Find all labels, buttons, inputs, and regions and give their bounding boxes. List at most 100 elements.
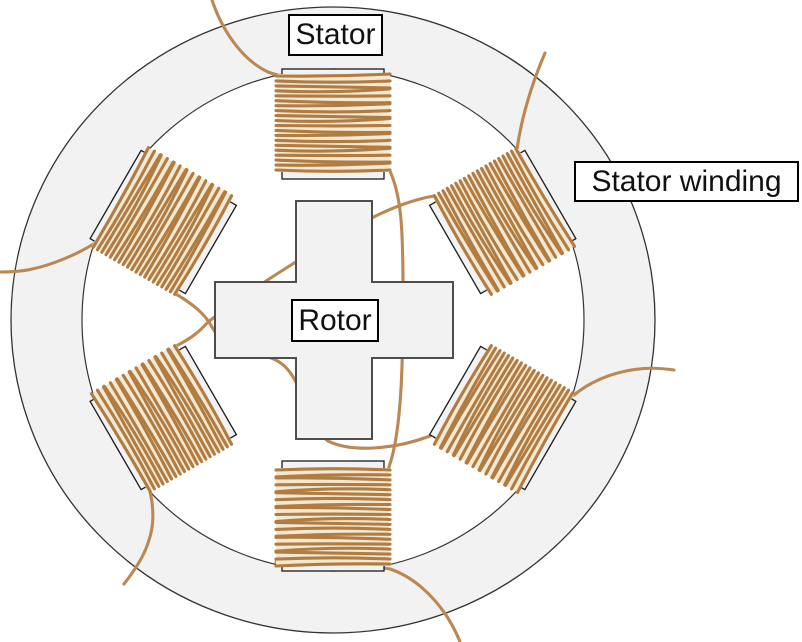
stator-pole-winding-upper-right	[428, 147, 577, 296]
coil-turn	[274, 487, 392, 494]
coil-turn	[121, 373, 182, 476]
coil-turn	[497, 381, 558, 484]
stator-pole-winding-lower-left	[89, 344, 238, 493]
coil-turn	[130, 168, 189, 272]
coil-turn	[475, 169, 538, 271]
stator-pole-winding-lower-right	[428, 344, 577, 494]
coil-turn	[274, 502, 392, 509]
coil-turn	[95, 388, 156, 491]
coil-turn	[101, 385, 161, 488]
coil-turn	[490, 376, 549, 480]
winding-lead-4	[174, 292, 432, 450]
coil-turn	[274, 562, 392, 568]
coil-turn	[471, 366, 532, 469]
coil-turn	[89, 392, 152, 493]
coil-turn	[167, 347, 229, 449]
coil-turn	[274, 146, 392, 153]
coil-turn	[458, 358, 519, 461]
coil-turn	[274, 109, 392, 114]
coil-turn	[462, 176, 525, 278]
coil-turn	[274, 546, 392, 553]
coil-turn	[274, 87, 392, 94]
coil-turn	[432, 194, 493, 296]
stator-pole-winding-bottom	[274, 460, 392, 572]
coil-turn	[452, 356, 515, 458]
coil-turn	[160, 186, 221, 289]
winding-lead-7	[0, 241, 97, 274]
winding-lead-9	[122, 489, 155, 586]
coil-turn	[154, 354, 216, 456]
coil-turn	[438, 346, 498, 450]
coil-turn	[102, 384, 165, 486]
coil-turn	[451, 353, 511, 457]
coil-turn	[108, 156, 169, 259]
coil-turn	[274, 102, 392, 108]
coil-turn	[503, 386, 566, 487]
coil-turn	[274, 84, 392, 90]
coil-turn	[503, 383, 562, 487]
coil-turn	[484, 164, 545, 267]
coil-turn	[437, 191, 499, 293]
coil-turn	[95, 149, 156, 252]
coil-turn	[515, 391, 575, 494]
coil-turn	[274, 467, 392, 472]
coil-turn	[274, 526, 392, 531]
coil-turn	[445, 186, 506, 289]
coil-turn	[450, 184, 512, 286]
stator-pole-winding-top	[274, 68, 392, 180]
coil-turn	[497, 156, 558, 259]
coil-turn	[141, 362, 204, 464]
coil-turn	[173, 194, 234, 296]
coil-turn	[274, 143, 392, 149]
coil-turn	[274, 520, 392, 526]
coil-turn	[173, 344, 234, 446]
coil-turn	[488, 161, 551, 263]
coil-turn	[100, 153, 163, 254]
coil-turn	[478, 371, 541, 473]
coil-turn	[510, 388, 571, 491]
coil-turn	[274, 79, 392, 84]
coil-turn	[501, 154, 564, 256]
coil-turn	[274, 473, 392, 479]
coil-turn	[274, 116, 392, 123]
coil-turn	[160, 351, 221, 454]
winding-lead-5	[515, 51, 547, 151]
coil-turn	[151, 182, 214, 284]
coil-turn	[477, 368, 536, 472]
coil-turn	[458, 179, 519, 282]
coil-turn	[464, 361, 523, 465]
coil-turn	[91, 146, 151, 249]
coil-turn	[454, 181, 513, 285]
coil-turn	[108, 381, 169, 484]
coil-turn	[274, 161, 392, 167]
coil-turn	[471, 171, 532, 274]
coil-turn	[115, 377, 178, 479]
coil-turn	[505, 152, 565, 255]
coil-turn	[147, 179, 208, 282]
coil-turn	[134, 171, 195, 274]
coil-turn	[432, 344, 493, 446]
coil-turn	[121, 164, 182, 267]
coil-turn	[128, 369, 191, 471]
coil-turn	[479, 166, 539, 270]
coil-turn	[153, 355, 212, 459]
coil-turn	[445, 351, 506, 454]
coil-turn	[274, 131, 392, 138]
coil-turn	[147, 358, 208, 461]
coil-turn	[274, 168, 392, 173]
coil-turn	[274, 138, 392, 144]
coil-turn	[104, 153, 163, 257]
coil-turn	[134, 366, 195, 469]
coil-turn	[117, 160, 176, 264]
coil-turn	[274, 72, 392, 78]
winding-lead-3	[174, 194, 436, 348]
stator-winding-label: Stator winding	[574, 161, 799, 202]
coil-turn	[274, 556, 392, 561]
coil-turn	[125, 167, 188, 269]
coil-turn	[155, 183, 215, 287]
coil-turn	[274, 532, 392, 538]
stator-pole-winding-upper-left	[89, 146, 238, 296]
coil-turn	[274, 491, 392, 497]
coil-turn	[274, 496, 392, 502]
